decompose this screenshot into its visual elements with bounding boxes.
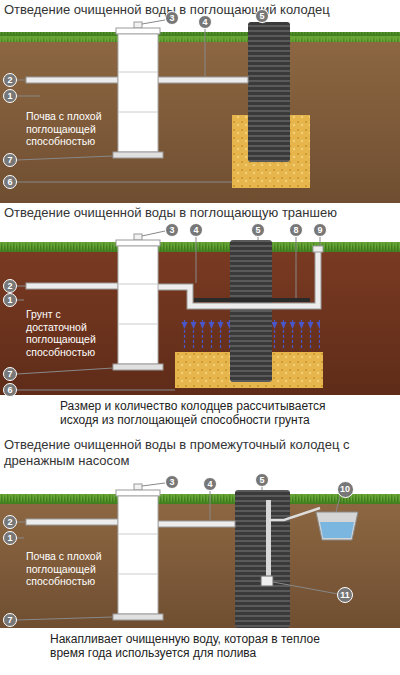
callout-number: 11 <box>337 587 353 603</box>
callout-number: 1 <box>3 293 17 307</box>
panel-heading: Отведение очищенной воды в поглощающую т… <box>4 205 396 221</box>
callout-number: 4 <box>198 15 212 29</box>
callout-number: 6 <box>3 175 17 189</box>
callout-text: 1 <box>7 534 12 543</box>
soil-note: Почва с плохой поглощающей способностью <box>26 110 112 148</box>
callout-number: 3 <box>165 475 179 489</box>
callout-number: 6 <box>3 383 17 397</box>
note-text: Накапливает очищенную воду, которая в те… <box>50 632 350 661</box>
callout-number: 3 <box>165 223 179 237</box>
callout-text: 1 <box>7 296 12 305</box>
callout-number: 7 <box>3 153 17 167</box>
callout-text: 2 <box>7 76 12 85</box>
callout-text: 3 <box>169 478 174 487</box>
callout-text: 6 <box>7 178 12 187</box>
panel-heading: Отведение очищенной воды в промежуточный… <box>4 437 396 468</box>
callout-text: 3 <box>169 226 174 235</box>
note-text: Размер и количество колодцев рассчитывае… <box>60 399 360 428</box>
callout-number: 10 <box>337 481 354 498</box>
callout-number: 2 <box>3 515 17 529</box>
callout-number: 7 <box>3 367 17 381</box>
callout-text: 10 <box>340 485 350 494</box>
callout-number: 7 <box>3 613 17 627</box>
callout-text: 4 <box>207 480 212 489</box>
callout-text: 11 <box>340 591 350 600</box>
callout-text: 6 <box>7 386 12 395</box>
callout-text: 4 <box>202 18 207 27</box>
soil-note: Почва с плохой поглощающей способностью <box>26 550 112 588</box>
callout-number: 3 <box>165 11 179 25</box>
callout-text: 8 <box>293 226 298 235</box>
callout-number: 5 <box>251 223 265 237</box>
callout-text: 2 <box>7 518 12 527</box>
callout-number: 4 <box>203 477 217 491</box>
callout-text: 5 <box>255 226 260 235</box>
callout-number: 1 <box>3 89 17 103</box>
callout-text: 7 <box>7 156 12 165</box>
callout-text: 7 <box>7 370 12 379</box>
callout-text: 5 <box>259 12 264 21</box>
callout-text: 2 <box>7 282 12 291</box>
callout-number: 1 <box>3 531 17 545</box>
callout-number: 4 <box>189 223 203 237</box>
callout-text: 4 <box>193 226 198 235</box>
callout-number: 9 <box>313 223 327 237</box>
callout-number: 2 <box>3 73 17 87</box>
callout-number: 2 <box>3 279 17 293</box>
soil-note: Грунт с достаточной поглощающей способно… <box>26 308 114 358</box>
callout-text: 3 <box>169 14 174 23</box>
callout-text: 5 <box>259 476 264 485</box>
callout-number: 8 <box>289 223 303 237</box>
callout-text: 1 <box>7 92 12 101</box>
callout-number: 5 <box>255 9 269 23</box>
panel-heading: Отведение очищенной воды в поглощающий к… <box>4 2 396 18</box>
callout-text: 7 <box>7 616 12 625</box>
callout-text: 9 <box>317 226 322 235</box>
callout-number: 5 <box>255 473 269 487</box>
